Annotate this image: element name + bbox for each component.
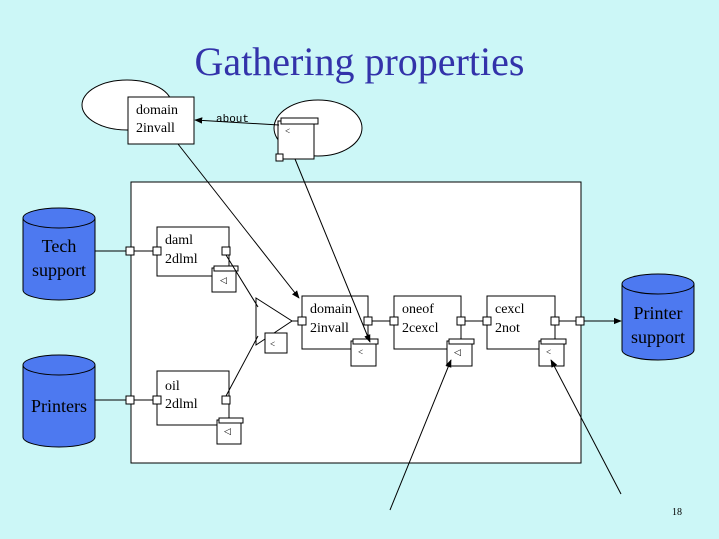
svg-text:◁: ◁ [220,275,227,285]
oil-label-1: oil [165,379,180,394]
domain-out-port[interactable] [363,316,373,326]
top-domain-label-1: domain [136,103,178,118]
oneof-label-1: oneof [402,302,434,317]
daml-in-port[interactable] [152,246,162,256]
oil-out-port[interactable] [221,395,231,405]
cexcl-out-port[interactable] [550,316,560,326]
domain-label-2: 2invall [310,321,349,336]
oneof-in-port[interactable] [389,316,399,326]
domain-scroll-icon[interactable]: < [350,338,379,367]
oil-label-2: 2dlml [165,397,198,412]
svg-text:<: < [358,347,363,357]
slide-title: Gathering properties [194,39,525,84]
printers-database: Printers [22,354,96,448]
tech-support-label-2: support [32,260,86,280]
svg-text:<: < [285,126,290,136]
container-port-printers[interactable] [125,395,135,405]
daml-out-port[interactable] [221,246,231,256]
domain-label-1: domain [310,302,352,317]
container-port-tech[interactable] [125,246,135,256]
top-scroll-icon[interactable]: < [277,117,319,160]
svg-text:<: < [546,347,551,357]
top-domain-to-domain-arrow [177,143,300,299]
container-port-out[interactable] [575,316,585,326]
top-domain-component[interactable]: domain 2invall [127,96,195,145]
tech-support-label-1: Tech [42,236,77,256]
page-number: 18 [672,507,682,518]
top-domain-label-2: 2invall [136,121,175,136]
svg-text:<: < [270,339,275,349]
bottom-arrow-to-oneof [389,359,452,511]
svg-text:◁: ◁ [224,426,231,436]
cexcl-label-1: cexcl [495,302,525,317]
printer-support-label-2: support [631,327,685,347]
merge-triangle[interactable]: < [255,297,293,354]
tech-support-database: Tech support [22,207,96,301]
daml-label-1: daml [165,233,193,248]
top-scroll-to-domain-scroll-arrow [294,158,371,343]
oneof-out-port[interactable] [456,316,466,326]
printers-label: Printers [31,396,87,416]
top-scroll-port [275,153,284,162]
oil-in-port[interactable] [152,395,162,405]
domain-in-port[interactable] [297,316,307,326]
cexcl-label-2: 2not [495,321,520,336]
bottom-arrow-to-cexcl [550,359,622,495]
oneof-label-2: 2cexcl [402,321,439,336]
about-arrow [194,117,280,126]
printer-support-label-1: Printer [634,303,683,323]
oil-scroll-icon[interactable]: ◁ [216,417,244,445]
printer-support-database: Printer support [621,273,695,361]
daml-scroll-icon[interactable]: ◁ [211,265,239,293]
oneof-scroll-icon[interactable]: ◁ [446,338,475,367]
svg-text:◁: ◁ [454,347,461,357]
about-label: about [216,114,249,126]
cexcl-in-port[interactable] [482,316,492,326]
daml-label-2: 2dlml [165,252,198,267]
oil-component[interactable]: oil 2dlml [156,370,230,426]
